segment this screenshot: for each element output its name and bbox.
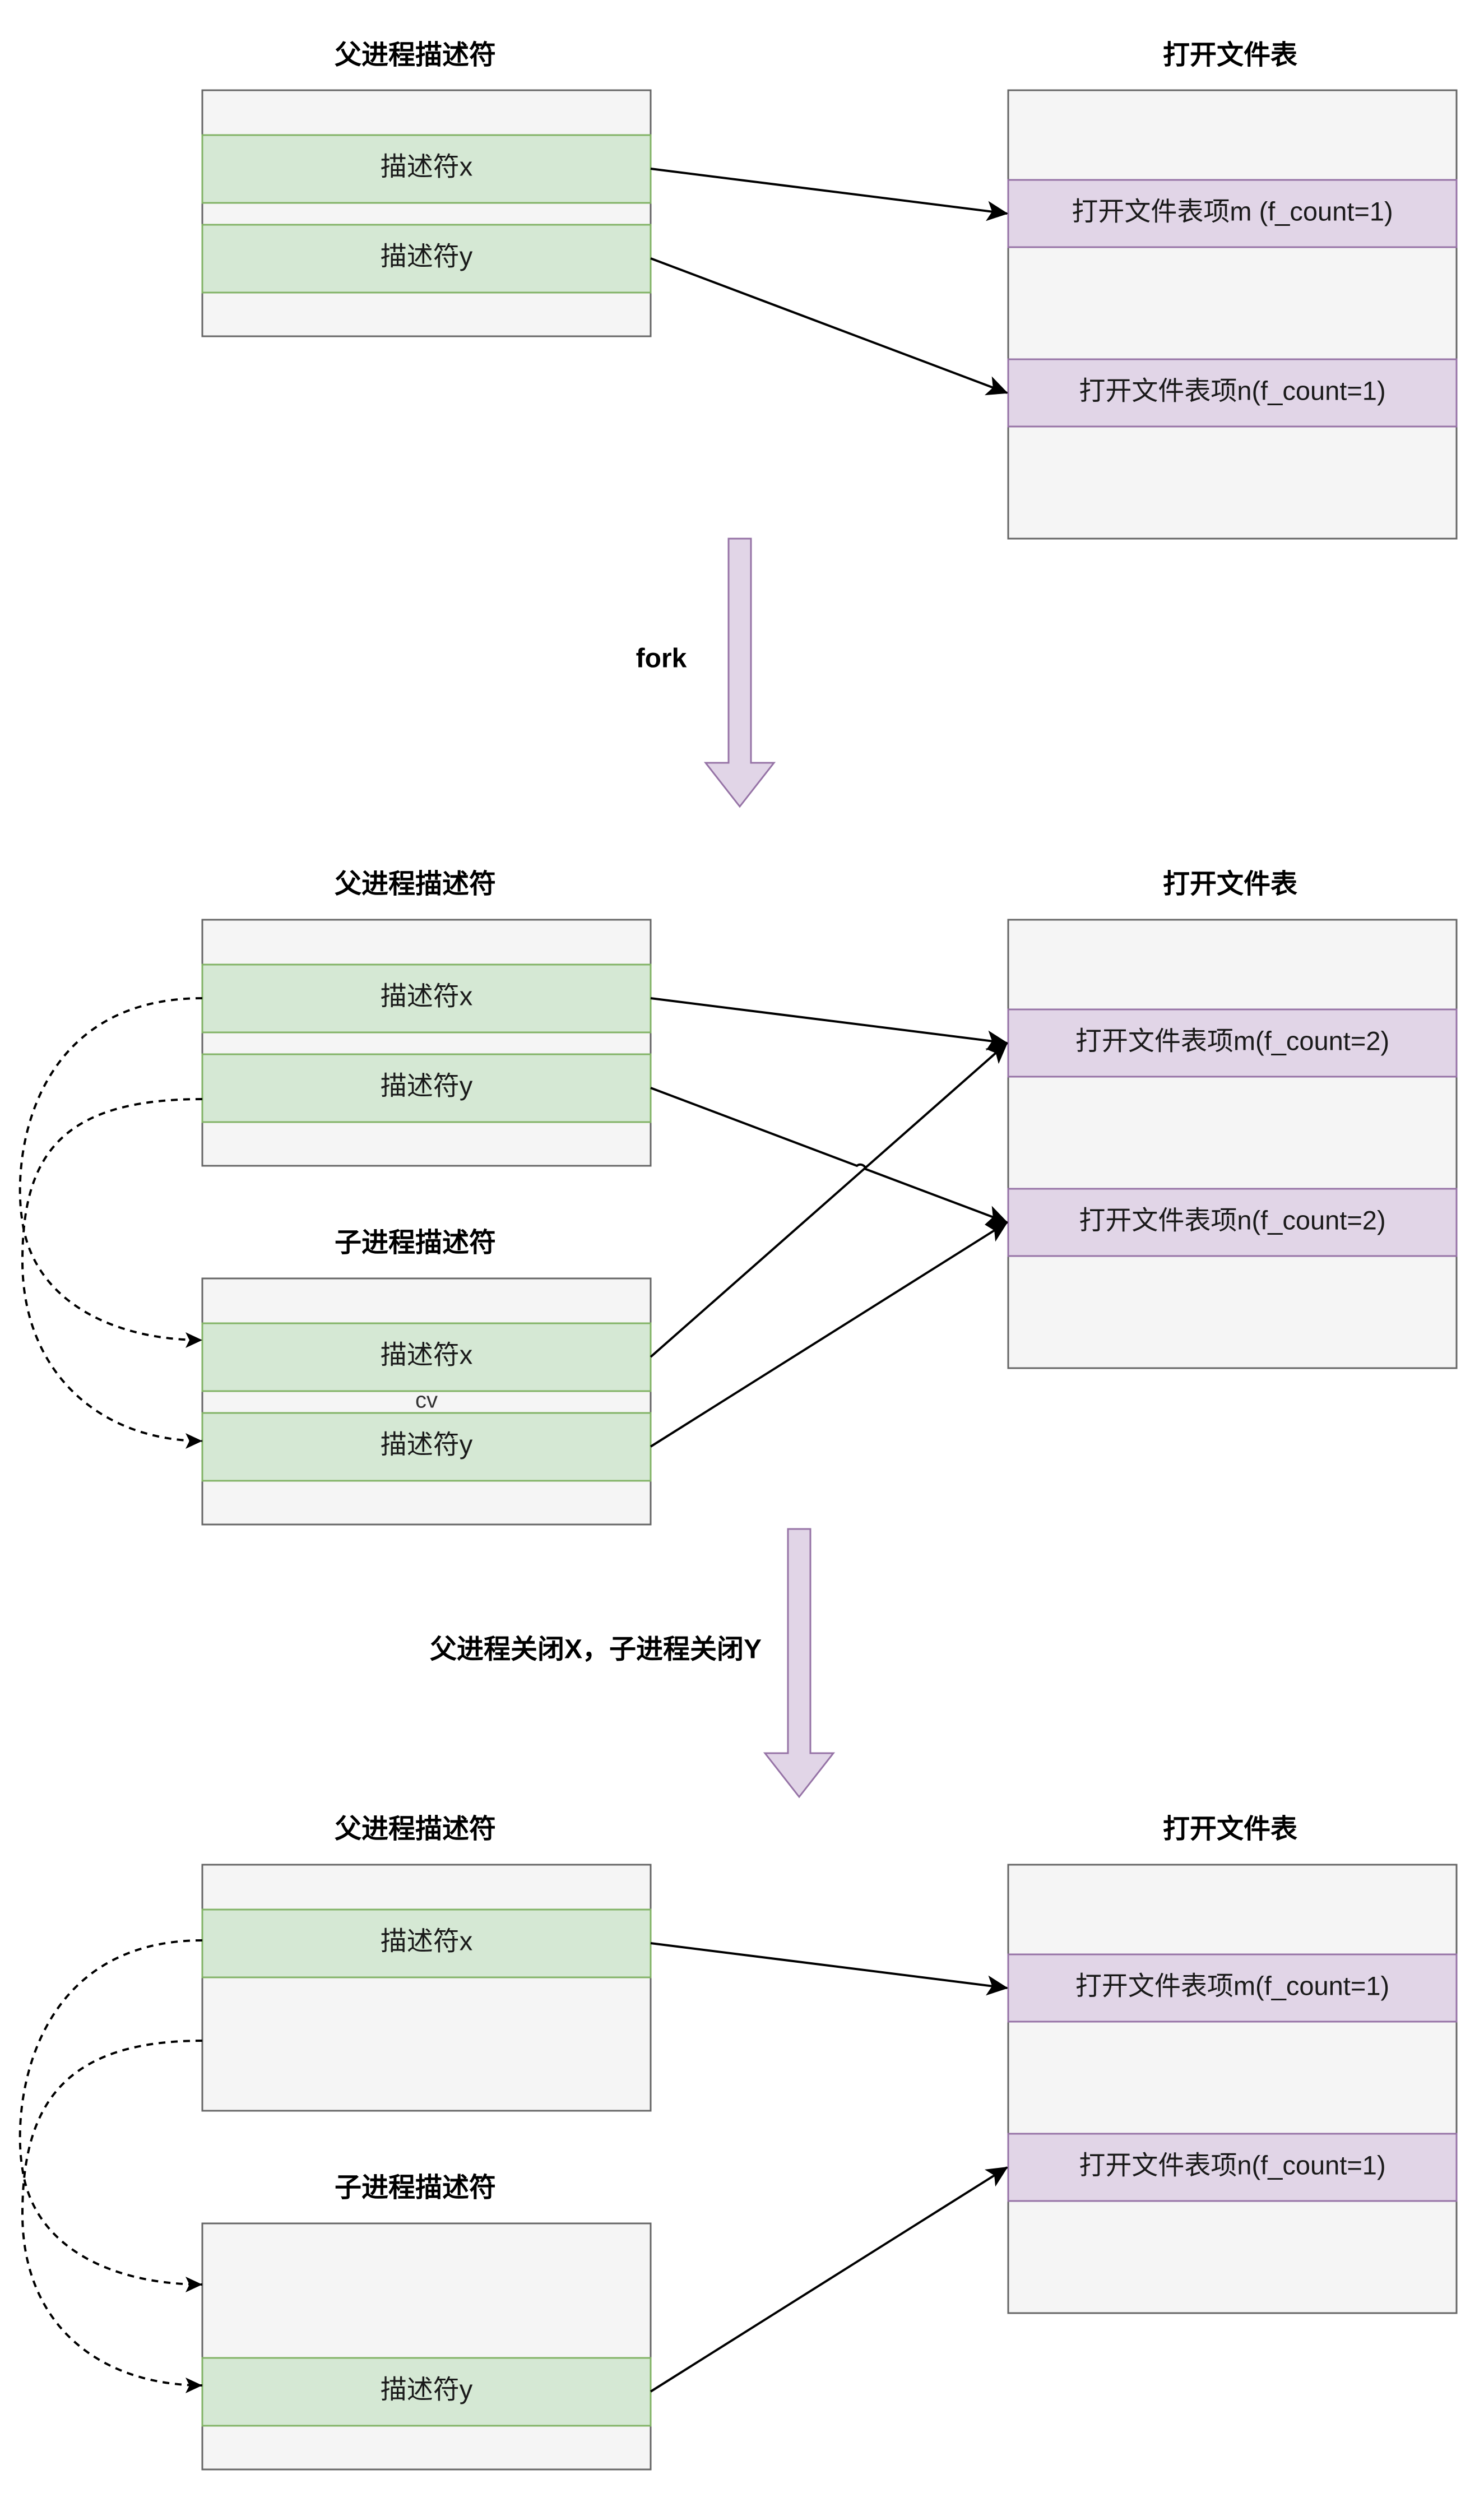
edge-child-x-to-m (650, 1042, 1008, 1358)
dashed-edge-remnant-x (18, 1939, 203, 2292)
parent-descriptor-table: 描述符x 描述符y (201, 919, 652, 1167)
child-descriptor-title: 子进程描述符 (335, 2173, 496, 2203)
down-arrow-icon (763, 1528, 836, 1799)
dashed-edge-copy-y (21, 1098, 203, 1449)
file-entry-m[interactable]: 打开文件表项m(f_count=1) (1007, 1953, 1458, 2023)
fork-transition: fork (636, 537, 776, 808)
stage-3: 父进程描述符 打开文件表 子进程描述符 描述符x 描述符y 打开文件表项m(f_… (18, 1814, 1458, 2471)
edge-child-y-to-n (650, 2166, 1008, 2393)
file-table-title: 打开文件表 (1163, 869, 1297, 899)
parent-descriptor-y-row[interactable]: 描述符y (201, 1053, 652, 1123)
file-entry-m[interactable]: 打开文件表项m(f_count=2) (1007, 1008, 1458, 1078)
stage-2: 父进程描述符 打开文件表 子进程描述符 描述符x 描述符y 描述符x cv (18, 869, 1458, 1526)
edge-parent-x-to-m (650, 1942, 1008, 1996)
descriptor-y-label: 描述符y (381, 2374, 473, 2404)
child-descriptor-table: 描述符y (201, 2222, 652, 2471)
child-descriptor-table: 描述符x cv 描述符y (201, 1277, 652, 1526)
edge-y-to-n (650, 257, 1008, 396)
open-file-table: 打开文件表项m(f_count=2) 打开文件表项n(f_count=2) (1007, 919, 1458, 1369)
child-descriptor-y-row[interactable]: 描述符y (201, 2357, 652, 2427)
close-transition: 父进程关闭X，子进程关闭Y (430, 1528, 836, 1799)
file-entry-m[interactable]: 打开文件表项m (f_count=1) (1007, 179, 1458, 248)
descriptor-y-label: 描述符y (381, 1071, 473, 1100)
close-label: 父进程关闭X，子进程关闭Y (430, 1635, 762, 1665)
file-entry-m-label: 打开文件表项m(f_count=1) (1075, 1971, 1389, 2000)
descriptor-y-label: 描述符y (381, 1429, 473, 1459)
descriptor-x-label: 描述符x (381, 981, 473, 1011)
file-entry-n-label: 打开文件表项n(f_count=1) (1079, 376, 1385, 405)
file-table-title: 打开文件表 (1163, 1814, 1297, 1844)
gap-text: cv (415, 1388, 438, 1413)
descriptor-x-label: 描述符x (381, 151, 473, 181)
parent-descriptor-title: 父进程描述符 (335, 40, 496, 70)
child-descriptor-y-row[interactable]: 描述符y (201, 1412, 652, 1482)
child-descriptor-x-row[interactable]: 描述符x (201, 1322, 652, 1392)
descriptor-x-label: 描述符x (381, 1340, 473, 1369)
file-entry-n[interactable]: 打开文件表项n(f_count=1) (1007, 2133, 1458, 2202)
parent-descriptor-x-row[interactable]: 描述符x (201, 963, 652, 1034)
stage-1: 父进程描述符 打开文件表 描述符x 描述符y 打开文件表项m (f_count=… (201, 40, 1458, 540)
file-table-title: 打开文件表 (1163, 40, 1297, 70)
file-entry-n[interactable]: 打开文件表项n(f_count=2) (1007, 1188, 1458, 1257)
descriptor-x-label: 描述符x (381, 1926, 473, 1956)
file-entry-n-label: 打开文件表项n(f_count=1) (1079, 2150, 1385, 2180)
open-file-table: 打开文件表项m (f_count=1) 打开文件表项n(f_count=1) (1007, 89, 1458, 540)
edge-child-y-to-n (650, 1221, 1008, 1448)
edge-parent-y-to-n (650, 1087, 1008, 1225)
descriptor-x-row[interactable]: 描述符x (201, 134, 652, 204)
edge-parent-x-to-m (650, 997, 1008, 1051)
dashed-edge-remnant-y (21, 2040, 203, 2393)
file-entry-n[interactable]: 打开文件表项n(f_count=1) (1007, 358, 1458, 428)
edge-x-to-m (650, 168, 1008, 221)
fork-label: fork (636, 644, 687, 674)
file-entry-m-label: 打开文件表项m(f_count=2) (1075, 1026, 1389, 1055)
parent-descriptor-table: 描述符x 描述符y (201, 89, 652, 337)
descriptor-y-row[interactable]: 描述符y (201, 224, 652, 294)
parent-descriptor-x-row[interactable]: 描述符x (201, 1908, 652, 1978)
parent-descriptor-title: 父进程描述符 (335, 1814, 496, 1844)
open-file-table: 打开文件表项m(f_count=1) 打开文件表项n(f_count=1) (1007, 1864, 1458, 2314)
file-entry-n-label: 打开文件表项n(f_count=2) (1079, 1205, 1385, 1235)
child-descriptor-title: 子进程描述符 (335, 1228, 496, 1258)
parent-descriptor-title: 父进程描述符 (335, 869, 496, 899)
parent-descriptor-table: 描述符x (201, 1864, 652, 2112)
dashed-edge-copy-x (18, 997, 203, 1348)
descriptor-y-label: 描述符y (381, 241, 473, 271)
down-arrow-icon (703, 537, 776, 808)
file-entry-m-label: 打开文件表项m (f_count=1) (1072, 196, 1393, 226)
